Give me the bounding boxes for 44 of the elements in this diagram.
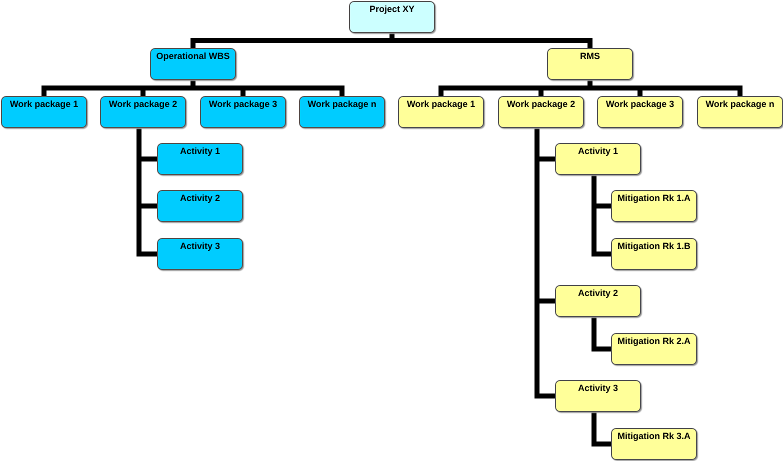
process-box bbox=[150, 48, 236, 80]
box-label: Work package 3 bbox=[208, 99, 278, 110]
box-label: Work package 1 bbox=[10, 99, 78, 110]
process-box bbox=[697, 96, 783, 128]
process-box bbox=[555, 143, 641, 175]
process-box bbox=[611, 428, 697, 460]
process-box bbox=[157, 190, 243, 222]
process-box bbox=[157, 143, 243, 175]
process-box bbox=[349, 1, 435, 33]
box-label: Mitigation Rk 1.B bbox=[617, 241, 690, 252]
box-label: Activity 1 bbox=[578, 146, 618, 157]
process-box bbox=[547, 48, 633, 80]
process-box bbox=[1, 96, 87, 128]
box-label: Work package n bbox=[706, 99, 774, 110]
box-label: Work package n bbox=[308, 99, 376, 110]
box-label: Work package 2 bbox=[108, 99, 178, 110]
box-label: Activity 2 bbox=[180, 193, 220, 204]
process-box bbox=[611, 190, 697, 222]
box-label: Mitigation Rk 3.A bbox=[617, 431, 690, 442]
process-box bbox=[100, 96, 186, 128]
process-box bbox=[398, 96, 484, 128]
process-box bbox=[611, 333, 697, 365]
process-box bbox=[299, 96, 385, 128]
box-label: Project XY bbox=[369, 4, 415, 15]
box-label: Mitigation Rk 2.A bbox=[617, 336, 690, 347]
process-box bbox=[597, 96, 683, 128]
box-label: Activity 1 bbox=[180, 146, 220, 157]
process-box bbox=[200, 96, 286, 128]
box-label: Activity 3 bbox=[180, 241, 220, 252]
process-box bbox=[611, 238, 697, 270]
process-box bbox=[555, 285, 641, 317]
box-label: Work package 1 bbox=[406, 99, 476, 110]
box-label: RMS bbox=[580, 51, 600, 62]
process-box bbox=[157, 238, 243, 270]
box-label: Activity 2 bbox=[578, 288, 618, 299]
box-label: Operational WBS bbox=[156, 51, 230, 62]
connector-line bbox=[592, 412, 611, 446]
connector-line bbox=[592, 317, 611, 352]
process-box bbox=[555, 380, 641, 412]
box-label: Work package 3 bbox=[606, 99, 674, 110]
box-label: Activity 3 bbox=[578, 383, 618, 394]
box-label: Work package 2 bbox=[506, 99, 576, 110]
box-label: Mitigation Rk 1.A bbox=[617, 193, 690, 204]
process-box bbox=[498, 96, 584, 128]
